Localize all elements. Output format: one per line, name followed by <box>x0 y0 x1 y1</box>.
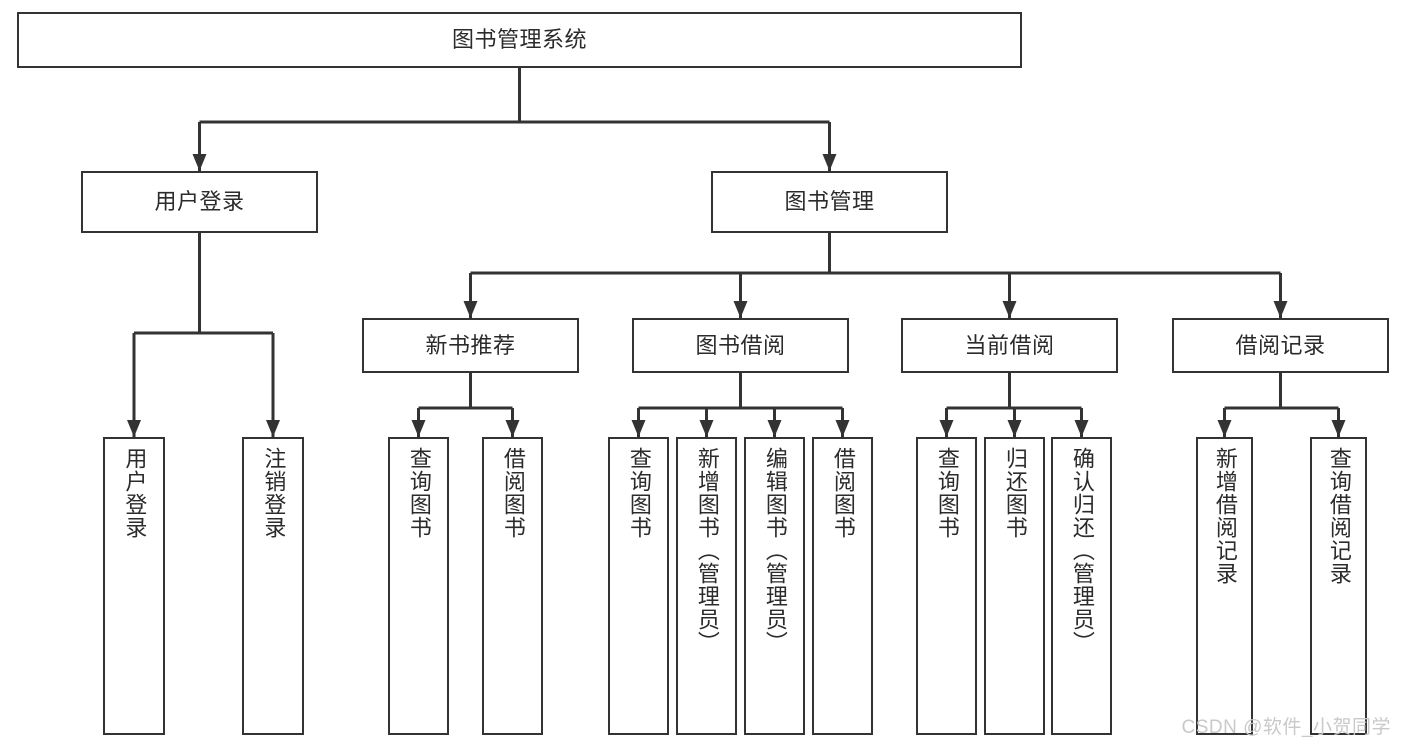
node-leaf-query-book-1[interactable]: 查询图书 <box>388 437 449 735</box>
node-label: 图书管理 <box>784 189 875 215</box>
node-bookmgmt[interactable]: 图书管理 <box>711 171 948 233</box>
node-label: 确认归还（管理员） <box>1069 447 1095 654</box>
arrowhead-icon <box>835 420 850 437</box>
node-root[interactable]: 图书管理系统 <box>17 12 1022 68</box>
arrowhead-icon <box>411 420 426 437</box>
arrowhead-icon <box>192 154 207 171</box>
node-label: 新增图书（管理员） <box>694 447 720 654</box>
arrowhead-icon <box>1074 420 1089 437</box>
node-label: 用户登录 <box>122 447 148 539</box>
arrowhead-icon <box>266 420 280 437</box>
node-leaf-confirm-return[interactable]: 确认归还（管理员） <box>1051 437 1112 735</box>
node-label: 归还图书 <box>1002 447 1028 539</box>
node-label: 查询图书 <box>934 447 960 539</box>
arrowhead-icon <box>767 420 782 437</box>
node-leaf-user-login[interactable]: 用户登录 <box>103 437 165 735</box>
arrowhead-icon <box>631 420 646 437</box>
arrowhead-icon <box>463 301 478 318</box>
node-leaf-add-record[interactable]: 新增借阅记录 <box>1196 437 1253 735</box>
node-label: 注销登录 <box>261 447 287 539</box>
node-label: 编辑图书（管理员） <box>762 447 788 654</box>
node-label: 借阅图书 <box>500 447 526 539</box>
arrowhead-icon <box>699 420 714 437</box>
node-label: 当前借阅 <box>964 332 1055 358</box>
node-leaf-borrow-book-2[interactable]: 借阅图书 <box>812 437 873 735</box>
node-leaf-query-book-2[interactable]: 查询图书 <box>608 437 669 735</box>
node-label: 查询图书 <box>406 447 432 539</box>
node-label: 新增借阅记录 <box>1212 447 1238 585</box>
node-label: 查询图书 <box>626 447 652 539</box>
node-label: 借阅记录 <box>1235 332 1326 358</box>
node-label: 图书借阅 <box>695 332 786 358</box>
node-label: 查询借阅记录 <box>1326 447 1352 585</box>
arrowhead-icon <box>1002 301 1017 318</box>
node-borrow[interactable]: 图书借阅 <box>632 318 849 373</box>
node-newbook[interactable]: 新书推荐 <box>362 318 579 373</box>
node-leaf-edit-book[interactable]: 编辑图书（管理员） <box>744 437 805 735</box>
arrowhead-icon <box>1217 420 1232 437</box>
arrowhead-icon <box>822 154 837 171</box>
arrowhead-icon <box>939 420 954 437</box>
arrowhead-icon <box>733 301 748 318</box>
node-label: 用户登录 <box>154 189 245 215</box>
watermark-text: CSDN @软件_小贺同学 <box>1181 717 1391 738</box>
node-leaf-add-book[interactable]: 新增图书（管理员） <box>676 437 737 735</box>
arrowhead-icon <box>1007 420 1022 437</box>
node-label: 借阅图书 <box>830 447 856 539</box>
node-leaf-user-logout[interactable]: 注销登录 <box>242 437 304 735</box>
node-leaf-return-book[interactable]: 归还图书 <box>984 437 1045 735</box>
node-label: 图书管理系统 <box>451 27 587 53</box>
arrowhead-icon <box>127 420 141 437</box>
node-login[interactable]: 用户登录 <box>81 171 318 233</box>
node-leaf-query-record[interactable]: 查询借阅记录 <box>1310 437 1367 735</box>
node-label: 新书推荐 <box>425 332 516 358</box>
arrowhead-icon <box>1273 301 1288 318</box>
arrowhead-icon <box>1331 420 1346 437</box>
node-leaf-borrow-book-1[interactable]: 借阅图书 <box>482 437 543 735</box>
node-leaf-query-book-3[interactable]: 查询图书 <box>916 437 977 735</box>
node-current[interactable]: 当前借阅 <box>901 318 1118 373</box>
node-record[interactable]: 借阅记录 <box>1172 318 1389 373</box>
arrowhead-icon <box>505 420 520 437</box>
